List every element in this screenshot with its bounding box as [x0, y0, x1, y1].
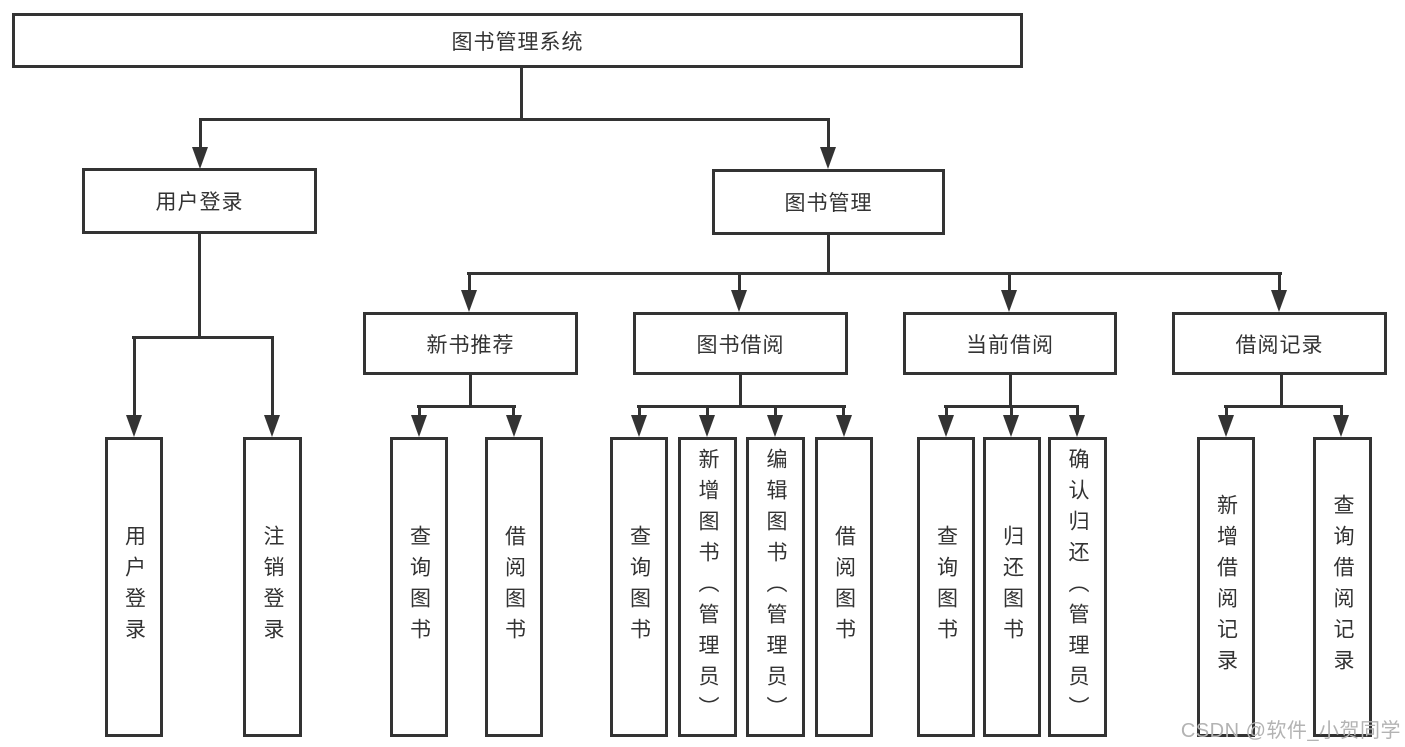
arrowhead-down-icon — [1218, 415, 1234, 437]
connector-line — [469, 375, 472, 408]
leaf-query-borrow-record: 查询借阅记录 — [1313, 437, 1372, 737]
leaf-logout-label: 注销登录 — [261, 525, 284, 649]
leaf-borrow-books-recommend: 借阅图书 — [485, 437, 543, 737]
arrowhead-down-icon — [411, 415, 427, 437]
arrowhead-down-icon — [1333, 415, 1349, 437]
leaf-return-book-label: 归还图书 — [1000, 525, 1024, 649]
leaf-query-books-borrow: 查询图书 — [610, 437, 668, 737]
connector-line — [739, 375, 742, 408]
leaf-edit-book-admin-label: 编辑图书（管理员） — [764, 447, 787, 727]
connector-line — [468, 272, 471, 294]
connector-line — [1008, 272, 1011, 294]
leaf-add-book-admin: 新增图书（管理员） — [678, 437, 737, 737]
leaf-add-borrow-record: 新增借阅记录 — [1197, 437, 1255, 737]
leaf-query-books-current: 查询图书 — [917, 437, 975, 737]
arrowhead-down-icon — [1069, 415, 1085, 437]
arrowhead-down-icon — [506, 415, 522, 437]
node-root-label: 图书管理系统 — [451, 30, 584, 54]
leaf-add-book-admin-label: 新增图书（管理员） — [696, 447, 719, 727]
connector-line — [271, 336, 274, 419]
leaf-query-books-recommend-label: 查询图书 — [407, 525, 431, 649]
leaf-query-borrow-record-label: 查询借阅记录 — [1331, 494, 1354, 680]
leaf-query-books-borrow-label: 查询图书 — [627, 525, 651, 649]
connector-line — [132, 336, 274, 339]
connector-line — [827, 235, 830, 275]
connector-line — [467, 272, 1282, 275]
arrowhead-down-icon — [820, 147, 836, 169]
arrowhead-down-icon — [126, 415, 142, 437]
arrowhead-down-icon — [731, 290, 747, 312]
leaf-return-book: 归还图书 — [983, 437, 1041, 737]
node-book-borrow: 图书借阅 — [633, 312, 848, 375]
connector-line — [1278, 272, 1281, 294]
connector-line — [1010, 405, 1013, 419]
arrowhead-down-icon — [1271, 290, 1287, 312]
connector-line — [1280, 375, 1283, 408]
leaf-user-login-label: 用户登录 — [122, 525, 146, 649]
node-borrow-records-label: 借阅记录 — [1235, 333, 1324, 357]
leaf-query-books-recommend: 查询图书 — [390, 437, 448, 737]
leaf-edit-book-admin: 编辑图书（管理员） — [746, 437, 805, 737]
arrowhead-down-icon — [836, 415, 852, 437]
node-book-borrow-label: 图书借阅 — [696, 333, 785, 357]
node-current-borrow: 当前借阅 — [903, 312, 1117, 375]
node-book-management-label: 图书管理 — [784, 192, 873, 215]
connector-line — [198, 234, 201, 339]
connector-line — [199, 118, 202, 152]
connector-line — [638, 405, 641, 419]
connector-line — [1009, 375, 1012, 408]
connector-line — [842, 405, 845, 419]
arrowhead-down-icon — [461, 290, 477, 312]
connector-line — [774, 405, 777, 419]
node-borrow-records: 借阅记录 — [1172, 312, 1387, 375]
connector-line — [418, 405, 421, 419]
connector-line — [512, 405, 515, 419]
node-user-login-label: 用户登录 — [155, 191, 244, 214]
watermark: CSDN @软件_小贺同学 — [1180, 720, 1401, 742]
node-user-login: 用户登录 — [82, 168, 317, 234]
connector-line — [1340, 405, 1343, 419]
connector-line — [520, 68, 523, 120]
leaf-confirm-return-admin: 确认归还（管理员） — [1048, 437, 1107, 737]
arrowhead-down-icon — [631, 415, 647, 437]
connector-line — [706, 405, 709, 419]
arrowhead-down-icon — [192, 147, 208, 169]
leaf-borrow-books-recommend-label: 借阅图书 — [502, 525, 526, 649]
leaf-query-books-current-label: 查询图书 — [934, 525, 958, 649]
arrowhead-down-icon — [264, 415, 280, 437]
leaf-borrow-books-2: 借阅图书 — [815, 437, 873, 737]
connector-line — [133, 336, 136, 419]
arrowhead-down-icon — [1001, 290, 1017, 312]
connector-line — [1225, 405, 1228, 419]
connector-line — [945, 405, 948, 419]
node-current-borrow-label: 当前借阅 — [966, 333, 1054, 357]
leaf-add-borrow-record-label: 新增借阅记录 — [1214, 494, 1238, 680]
node-new-book-recommend: 新书推荐 — [363, 312, 578, 375]
arrowhead-down-icon — [1003, 415, 1019, 437]
connector-line — [1076, 405, 1079, 419]
connector-line — [827, 118, 830, 152]
arrowhead-down-icon — [938, 415, 954, 437]
connector-line — [417, 405, 516, 408]
arrowhead-down-icon — [699, 415, 715, 437]
connector-line — [738, 272, 741, 294]
leaf-borrow-books-2-label: 借阅图书 — [832, 525, 856, 649]
arrowhead-down-icon — [767, 415, 783, 437]
connector-line — [1224, 405, 1343, 408]
node-new-book-recommend-label: 新书推荐 — [426, 333, 515, 357]
node-book-management: 图书管理 — [712, 169, 945, 235]
connector-line — [637, 405, 846, 408]
node-root: 图书管理系统 — [12, 13, 1023, 68]
connector-line — [199, 118, 830, 121]
leaf-user-login: 用户登录 — [105, 437, 163, 737]
leaf-logout: 注销登录 — [243, 437, 302, 737]
leaf-confirm-return-admin-label: 确认归还（管理员） — [1066, 447, 1089, 727]
